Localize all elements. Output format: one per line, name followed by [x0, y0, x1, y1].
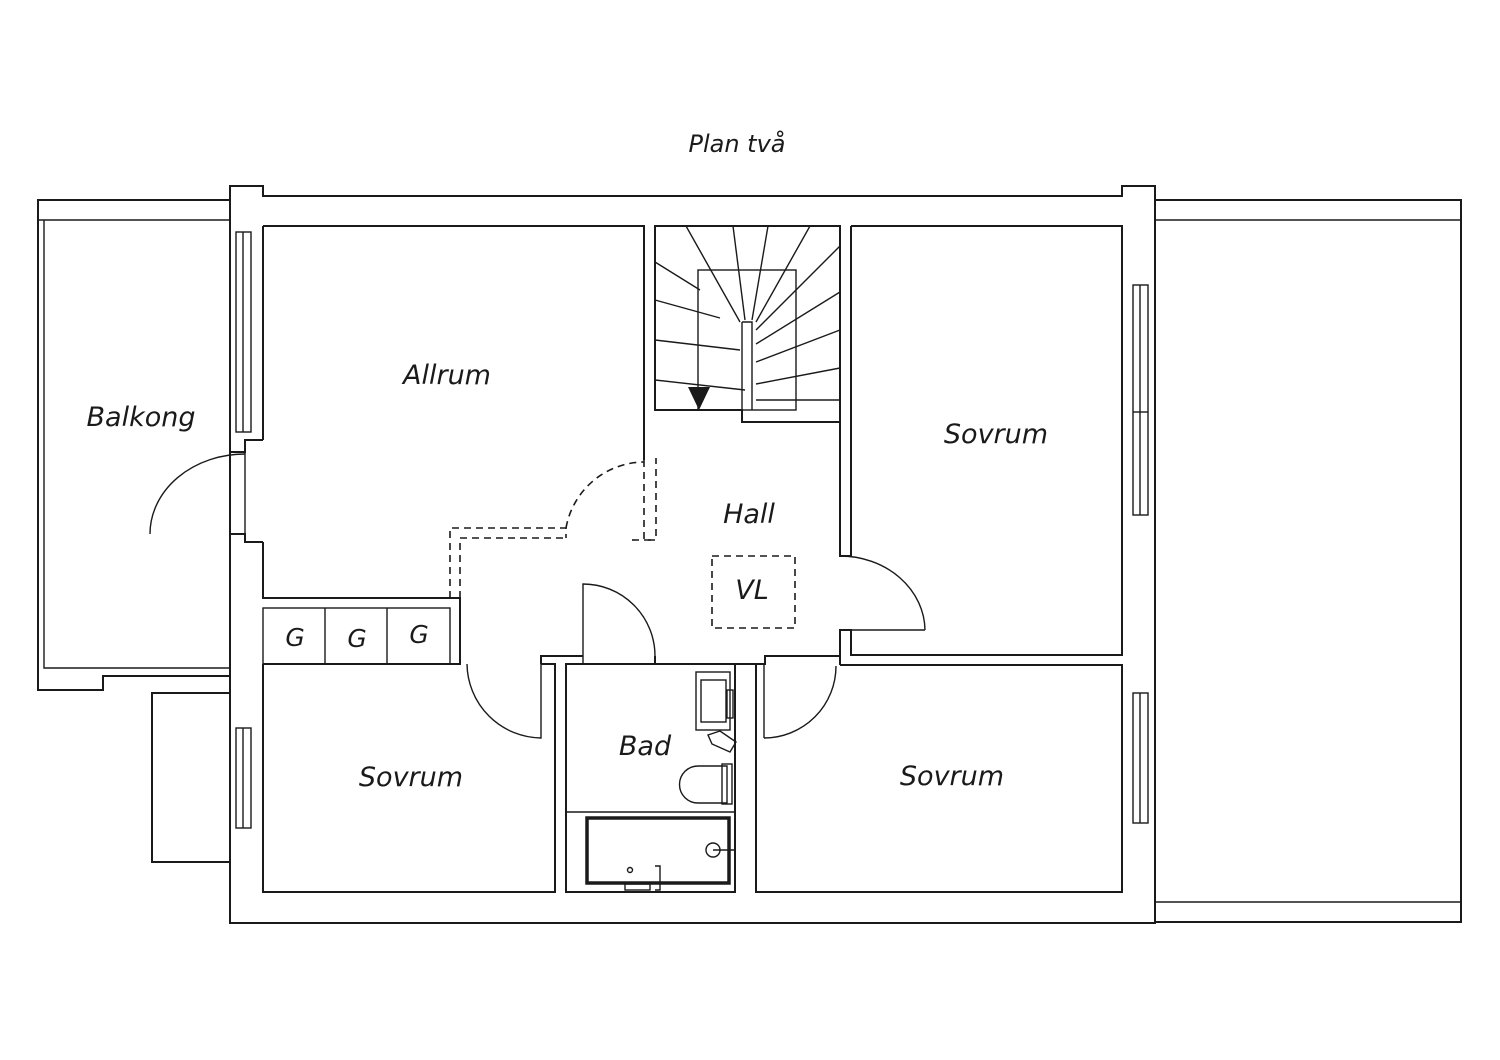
wardrobes: G G G: [262, 607, 451, 665]
terrace-right: [1154, 199, 1462, 923]
wardrobe-label: G: [285, 623, 304, 652]
room-label-sovrum: Sovrum: [359, 762, 463, 793]
storage-block-left: [151, 692, 230, 863]
room-bad: [565, 663, 737, 893]
room-sovrum-left-bottom: [263, 663, 461, 665]
room-label-sovrum: Sovrum: [900, 761, 1004, 792]
dashed-outline: [449, 458, 657, 598]
room-label-sovrum: Sovrum: [944, 419, 1048, 450]
room-label-vl: VL: [735, 575, 769, 606]
door-swing: [582, 583, 656, 664]
balcony-door: [149, 439, 263, 543]
stair-down-arrow-icon: [688, 387, 710, 410]
vl-box: [711, 555, 796, 629]
balcony-left: [37, 199, 230, 691]
wardrobe-label: G: [347, 624, 366, 653]
outer-walls: [229, 185, 1156, 924]
staircase: [654, 225, 841, 423]
windows: [235, 231, 1149, 829]
room-label-hall: Hall: [723, 499, 775, 530]
room-sovrum-right-bottom: [755, 664, 1123, 893]
room-label-allrum: Allrum: [401, 360, 491, 391]
room-allrum: [263, 225, 645, 460]
plan-title: Plan två: [688, 129, 785, 158]
room-label-bad: Bad: [619, 731, 672, 762]
room-label-balkong: Balkong: [87, 402, 196, 433]
wardrobe-label: G: [409, 620, 428, 649]
